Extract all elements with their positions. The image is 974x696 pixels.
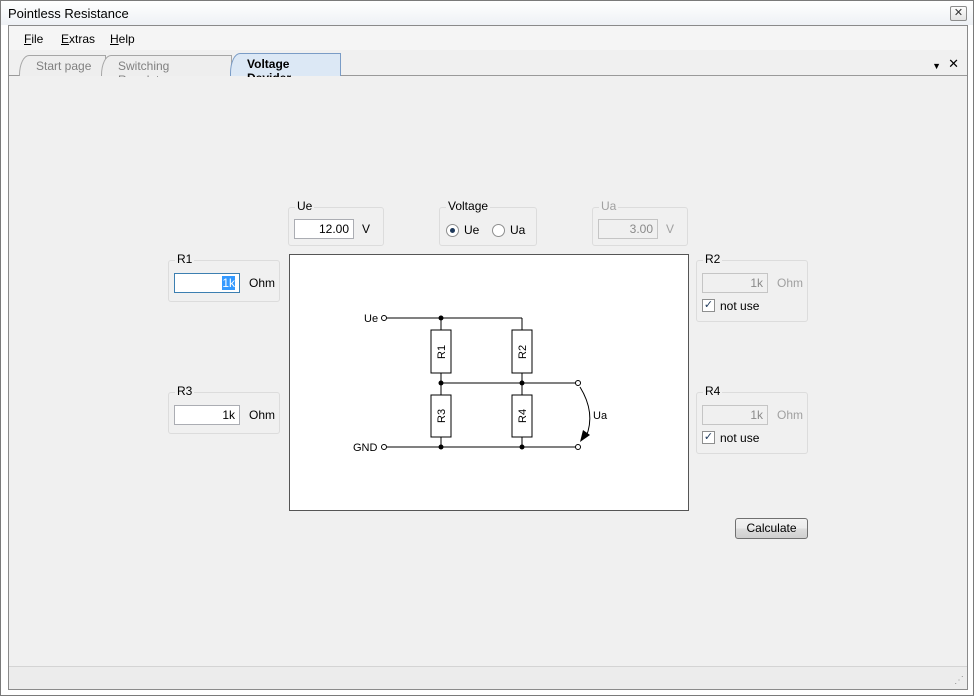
r2-unit: Ohm — [777, 276, 804, 290]
ue-input[interactable]: 12.00 — [294, 219, 354, 239]
r4-group: R4 1k Ohm ✓ not use — [696, 384, 808, 454]
tab-strip: Start page Switching Regulator Voltage D… — [9, 53, 967, 87]
resize-grip-icon[interactable]: ⋰ — [954, 675, 964, 686]
r4-not-use-checkbox[interactable]: ✓ — [702, 431, 715, 444]
tab-list-dropdown-icon[interactable]: ▼ — [932, 61, 941, 71]
r4-legend: R4 — [703, 384, 723, 398]
voltage-ua-radio[interactable] — [492, 224, 505, 237]
ua-arrow — [579, 386, 591, 438]
r2-group: R2 1k Ohm ✓ not use — [696, 252, 808, 322]
tab-voltage-devider[interactable]: Voltage Devider — [230, 53, 341, 85]
r4-resistor — [511, 394, 533, 438]
client-area: File Extras Help Start page Switching Re… — [8, 25, 968, 690]
schematic-r2-label: R2 — [517, 345, 529, 359]
ua-terminal-top — [575, 380, 581, 386]
close-tab-icon[interactable]: ✕ — [948, 56, 959, 71]
tab-switching-regulator[interactable]: Switching Regulator — [101, 55, 232, 87]
close-window-button[interactable]: ✕ — [950, 6, 967, 21]
r1-value: 1k — [222, 276, 235, 290]
r3-legend: R3 — [175, 384, 195, 398]
window-title: Pointless Resistance — [8, 6, 129, 21]
menu-help[interactable]: Help — [110, 32, 135, 46]
schematic-ua-label: Ua — [593, 410, 608, 422]
schematic-ue-label: Ue — [364, 313, 378, 325]
ua-arrowhead — [580, 430, 590, 442]
r4-input: 1k — [702, 405, 768, 425]
voltage-legend: Voltage — [446, 199, 491, 213]
schematic-r4-label: R4 — [517, 409, 529, 423]
ue-legend: Ue — [295, 199, 315, 213]
r2-not-use-checkbox[interactable]: ✓ — [702, 299, 715, 312]
schematic-gnd-label: GND — [353, 442, 378, 454]
r3-unit: Ohm — [249, 408, 276, 422]
ua-terminal-bottom — [575, 444, 581, 450]
ua-unit: V — [666, 222, 675, 236]
title-bar[interactable]: Pointless Resistance ✕ — [1, 1, 973, 25]
ua-legend: Ua — [599, 199, 619, 213]
voltage-divider-panel: Ue 12.00 V Voltage Ue Ua Ua 3.00 V R1 — [10, 77, 966, 667]
ua-input: 3.00 — [598, 219, 658, 239]
ue-terminal — [381, 315, 387, 321]
gnd-terminal — [381, 444, 387, 450]
voltage-ue-label: Ue — [464, 223, 480, 237]
voltage-ua-label: Ua — [510, 223, 526, 237]
r2-input: 1k — [702, 273, 768, 293]
ue-unit: V — [362, 222, 371, 236]
r4-unit: Ohm — [777, 408, 804, 422]
ue-group: Ue 12.00 V — [288, 199, 384, 246]
schematic-r1-label: R1 — [436, 345, 448, 359]
r1-input[interactable]: 1k — [174, 273, 240, 293]
voltage-group: Voltage Ue Ua — [439, 199, 537, 246]
voltage-ue-radio[interactable] — [446, 224, 459, 237]
r1-group: R1 1k Ohm — [168, 252, 280, 302]
r2-resistor — [511, 329, 533, 374]
status-bar: ⋰ — [9, 666, 967, 689]
r1-legend: R1 — [175, 252, 195, 266]
r3-resistor — [430, 394, 452, 438]
r1-unit: Ohm — [249, 276, 276, 290]
schematic-svg: Ue GND Ua R1 R2 R3 R4 — [353, 313, 608, 454]
schematic-diagram: Ue GND Ua R1 R2 R3 R4 — [289, 254, 689, 511]
r3-group: R3 1k Ohm — [168, 384, 280, 434]
r3-input[interactable]: 1k — [174, 405, 240, 425]
r2-not-use-label: not use — [720, 299, 760, 313]
menu-file[interactable]: File — [24, 32, 44, 46]
r4-not-use-label: not use — [720, 431, 760, 445]
tab-start-page[interactable]: Start page — [19, 55, 106, 76]
r1-resistor — [430, 329, 452, 374]
calculate-button[interactable]: Calculate — [735, 518, 808, 539]
r2-legend: R2 — [703, 252, 723, 266]
menu-extras[interactable]: Extras — [61, 32, 96, 46]
schematic-r3-label: R3 — [436, 409, 448, 423]
ua-group: Ua 3.00 V — [592, 199, 688, 246]
menu-bar: File Extras Help — [9, 26, 967, 50]
